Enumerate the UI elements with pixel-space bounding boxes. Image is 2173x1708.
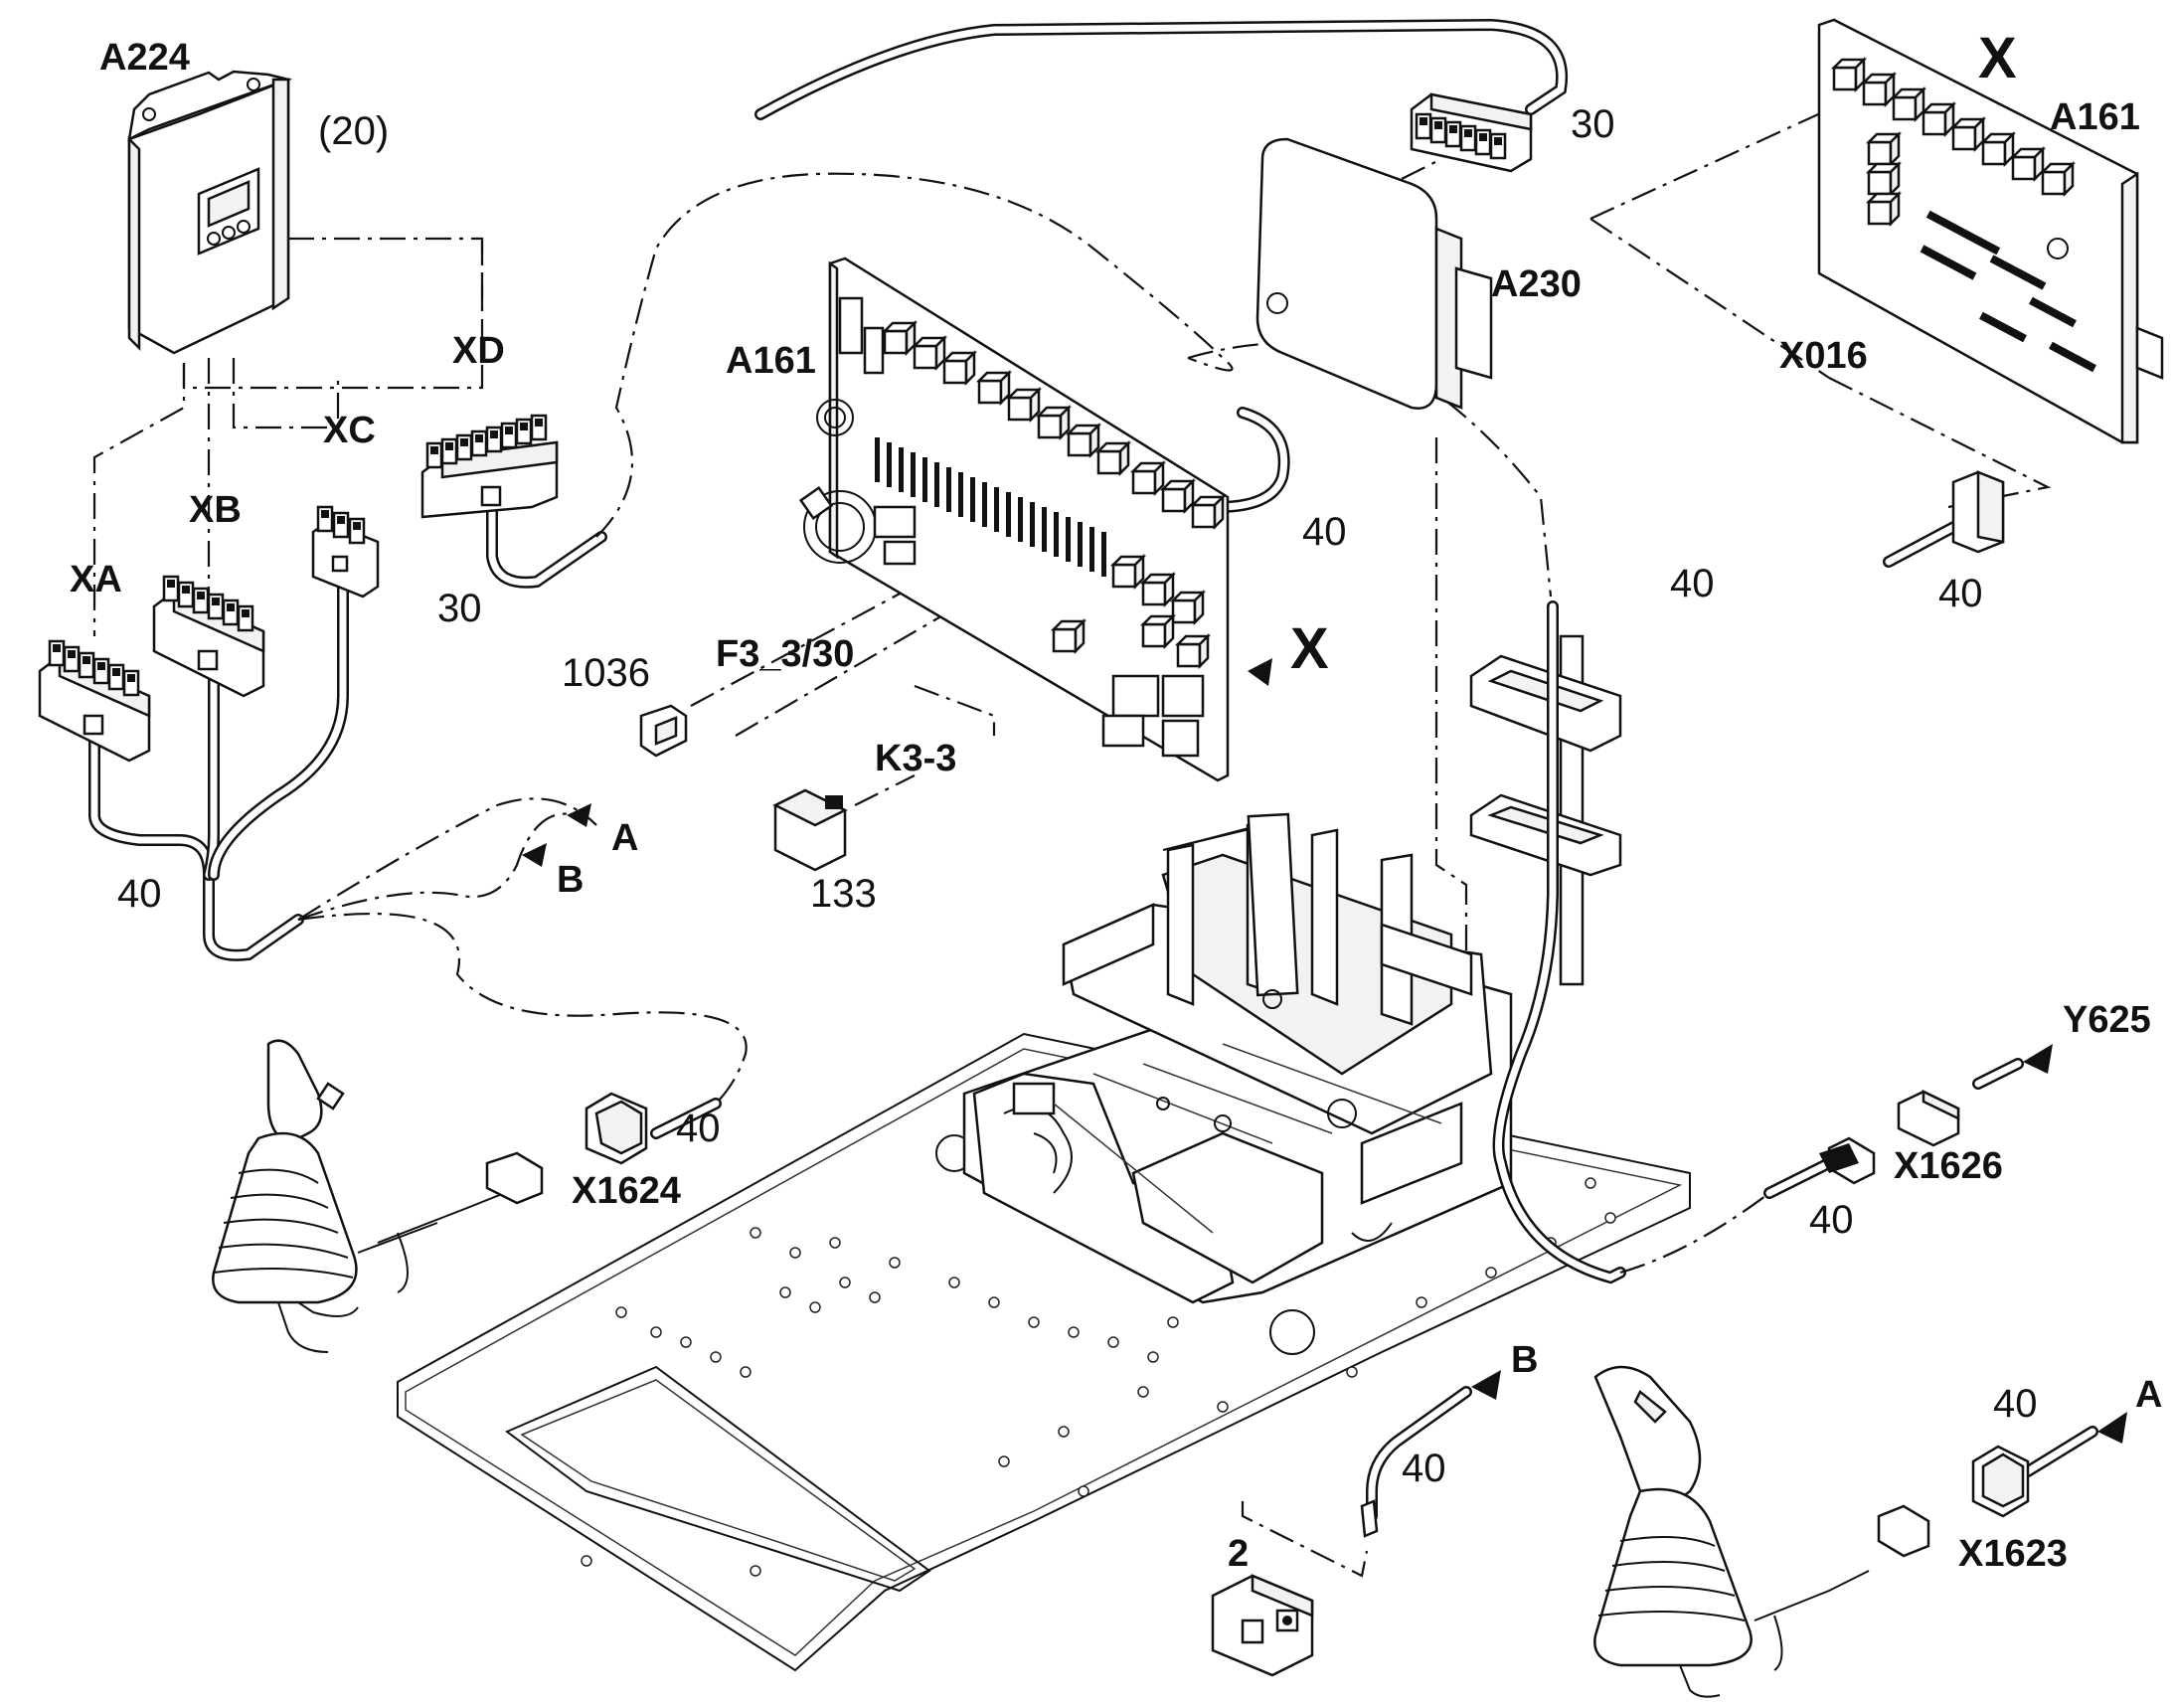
labels: A224 (20) XA XB XC XD 30 40 A B A161 103… [70,26,2162,1575]
label-upright-wire: 40 [1670,562,1715,605]
label-xd-wire: 30 [437,587,482,630]
joystick-right [1593,1365,1870,1698]
connector-xd [420,414,559,519]
module-a230 [1255,137,1493,410]
label-x1623-wire: 40 [1993,1382,2038,1426]
label-y625: Y625 [2063,999,2151,1041]
view-arrow-x [1248,658,1272,686]
label-a161-right: A161 [2050,96,2140,138]
connector-x1626 [1819,1136,1876,1185]
seat-mount-frame [962,812,1513,1304]
circuit-board-a161-view-x [1817,18,2164,444]
label-xd: XD [452,330,505,372]
label-switch-ref: 2 [1228,1533,1249,1575]
label-relay-name: K3-3 [875,738,956,779]
switch-2 [1211,1499,1379,1677]
circuit-board-a161 [798,256,1230,782]
label-x016-wire: 40 [1938,572,1983,615]
label-xb: XB [189,489,242,531]
label-view-x-right: X [1978,26,2017,90]
label-x1626-wire: 40 [1809,1198,1854,1242]
leader-lines [92,108,2052,1578]
fuse-f3-3-30 [639,704,688,758]
connector-xc [311,505,380,598]
label-arrow-b-bottom: B [1511,1339,1538,1381]
label-view-x-center: X [1290,616,1329,681]
cable-clamp-stand [1469,634,1622,986]
label-a230: A230 [1491,263,1582,305]
relay-k3-3 [772,788,848,872]
label-harness-40-left: 40 [117,872,162,916]
connector-x016 [1951,470,2005,554]
label-a161-wire: 40 [1302,510,1347,554]
label-arrow-b-left: B [557,859,584,901]
arrow-b [522,843,1501,1400]
label-a224: A224 [99,37,190,79]
label-arrow-a-left: A [611,817,638,859]
label-relay-ref: 133 [810,872,877,916]
label-bottom-wire: 40 [1402,1447,1446,1490]
label-a230-wire: 30 [1571,102,1615,146]
label-x1624-wire: 40 [676,1107,721,1150]
harness-wires [88,18,2098,1522]
connector-xa [38,639,151,763]
label-fuse-name: F3_3/30 [716,633,854,675]
label-fuse-ref: 1036 [562,651,650,695]
arrow-y625 [2023,1044,2053,1074]
label-a161-center: A161 [726,340,816,382]
label-x1626: X1626 [1894,1145,2003,1187]
connector-xb [152,575,265,698]
label-x016: X016 [1779,335,1868,377]
arrow-a [567,803,2127,1444]
label-x1623: X1623 [1958,1533,2068,1575]
connector-x1624 [485,1092,648,1205]
label-a224-qty: (20) [318,109,389,153]
label-xc: XC [323,410,376,451]
connector-a230 [1410,92,1533,173]
control-unit-a224 [127,70,293,355]
joystick-left [212,1039,518,1353]
label-arrow-a-bottom: A [2135,1374,2162,1416]
label-x1624: X1624 [572,1170,681,1212]
label-xa: XA [70,559,122,600]
connector-y625 [1897,1090,1960,1147]
connector-x1623 [1877,1445,2030,1558]
